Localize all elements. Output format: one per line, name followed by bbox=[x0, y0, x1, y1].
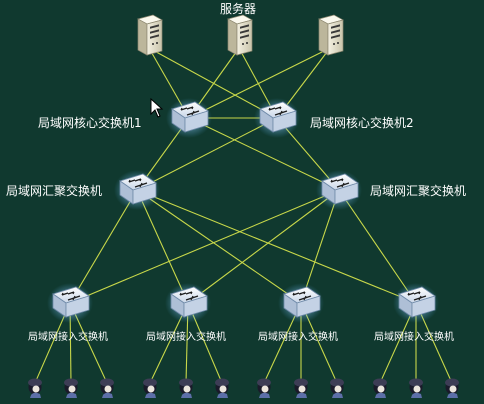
user-icon bbox=[257, 378, 271, 398]
user-icon bbox=[373, 378, 387, 398]
access-switch-2-label: 局域网接入交换机 bbox=[146, 332, 226, 343]
user-icon bbox=[445, 378, 459, 398]
link-core1-agg-right bbox=[188, 117, 340, 191]
user-icon bbox=[28, 378, 42, 398]
access-switch-2-icon bbox=[164, 282, 212, 324]
link-server1-core2 bbox=[148, 47, 278, 119]
server-icon bbox=[318, 14, 344, 56]
server-icon bbox=[137, 14, 163, 56]
link-agg-right-access1 bbox=[69, 189, 340, 304]
link-core2-agg-left bbox=[136, 117, 278, 191]
user-icon bbox=[215, 378, 229, 398]
link-agg-left-access2 bbox=[136, 189, 189, 304]
aggregation-switch-left-label: 局域网汇聚交换机 bbox=[6, 184, 103, 198]
core-switch-1-label: 局域网核心交换机1 bbox=[38, 116, 142, 130]
access-switch-1-label: 局域网接入交换机 bbox=[28, 332, 108, 343]
user-icon bbox=[64, 378, 78, 398]
server-icon bbox=[227, 14, 253, 56]
user-icon bbox=[179, 378, 193, 398]
access-switch-1-icon bbox=[46, 282, 94, 324]
links bbox=[34, 47, 453, 384]
aggregation-switch-right-icon bbox=[315, 169, 363, 211]
access-switch-3-icon bbox=[277, 282, 325, 324]
link-agg-left-access3 bbox=[136, 189, 302, 304]
user-icon bbox=[100, 378, 114, 398]
cursor-icon bbox=[150, 98, 164, 118]
aggregation-switch-right-label: 局域网汇聚交换机 bbox=[370, 184, 467, 198]
link-agg-right-access4 bbox=[338, 189, 417, 304]
aggregation-switch-left-icon bbox=[113, 169, 161, 211]
access-switch-3-label: 局域网接入交换机 bbox=[258, 332, 338, 343]
link-agg-right-access2 bbox=[187, 189, 340, 304]
core-switch-2-label: 局域网核心交换机2 bbox=[310, 116, 414, 130]
user-icon bbox=[143, 378, 157, 398]
access-switch-4-icon bbox=[392, 282, 440, 324]
user-icon bbox=[294, 378, 308, 398]
user-icon bbox=[409, 378, 423, 398]
link-server3-core1 bbox=[188, 47, 331, 119]
servers-label: 服务器 bbox=[220, 2, 257, 16]
user-icon bbox=[330, 378, 344, 398]
link-agg-left-access4 bbox=[136, 189, 417, 304]
core-switch-1-icon bbox=[165, 97, 213, 139]
access-switch-4-label: 局域网接入交换机 bbox=[374, 332, 454, 343]
core-switch-2-icon bbox=[253, 97, 301, 139]
link-agg-left-access1 bbox=[69, 189, 138, 304]
